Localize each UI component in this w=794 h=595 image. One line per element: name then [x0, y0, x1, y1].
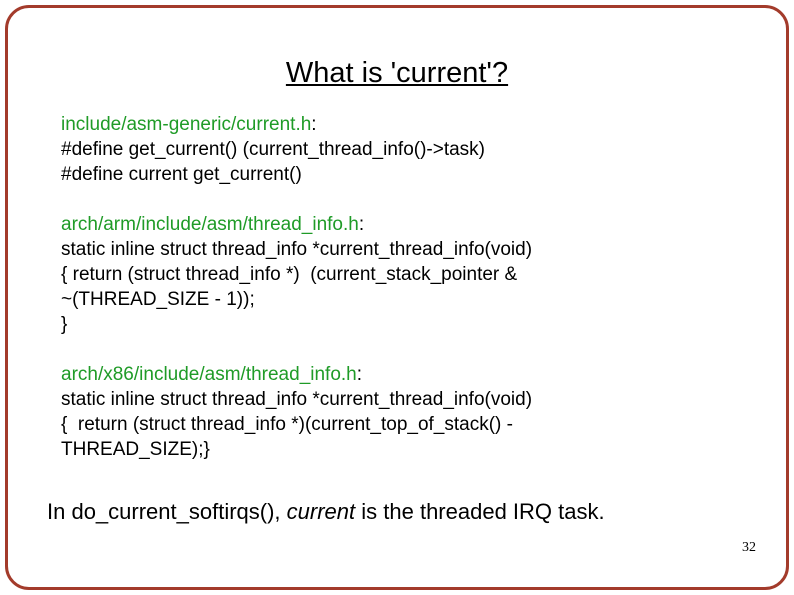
footer-italic-current: current: [286, 499, 356, 524]
file-path-line: arch/arm/include/asm/thread_info.h:: [61, 212, 721, 237]
code-block-x86: arch/x86/include/asm/thread_info.h: stat…: [61, 362, 721, 462]
file-path-colon: :: [356, 364, 363, 385]
file-path: arch/arm/include/asm/thread_info.h: [61, 214, 359, 235]
page-title: What is 'current'?: [285, 57, 509, 89]
code-text: #define get_current() (current_thread_in…: [61, 139, 486, 185]
code-text: static inline struct thread_info *curren…: [61, 389, 533, 460]
page-number: 32: [742, 540, 756, 555]
code-text: static inline struct thread_info *curren…: [61, 239, 533, 335]
file-path: arch/x86/include/asm/thread_info.h: [61, 364, 357, 385]
file-path-colon: :: [358, 214, 365, 235]
file-path-line: arch/x86/include/asm/thread_info.h:: [61, 362, 721, 387]
footer-text-after: is the threaded IRQ task.: [355, 499, 605, 524]
slide-body: include/asm-generic/current.h: #define g…: [61, 112, 721, 487]
code-block-arm: arch/arm/include/asm/thread_info.h: stat…: [61, 212, 721, 337]
file-path: include/asm-generic/current.h: [61, 114, 312, 135]
footer-note: In do_current_softirqs(), current is the…: [47, 498, 767, 526]
footer-text-before: In do_current_softirqs(),: [47, 499, 287, 524]
file-path-line: include/asm-generic/current.h:: [61, 112, 721, 137]
code-block-asm-generic: include/asm-generic/current.h: #define g…: [61, 112, 721, 187]
file-path-colon: :: [311, 114, 317, 135]
